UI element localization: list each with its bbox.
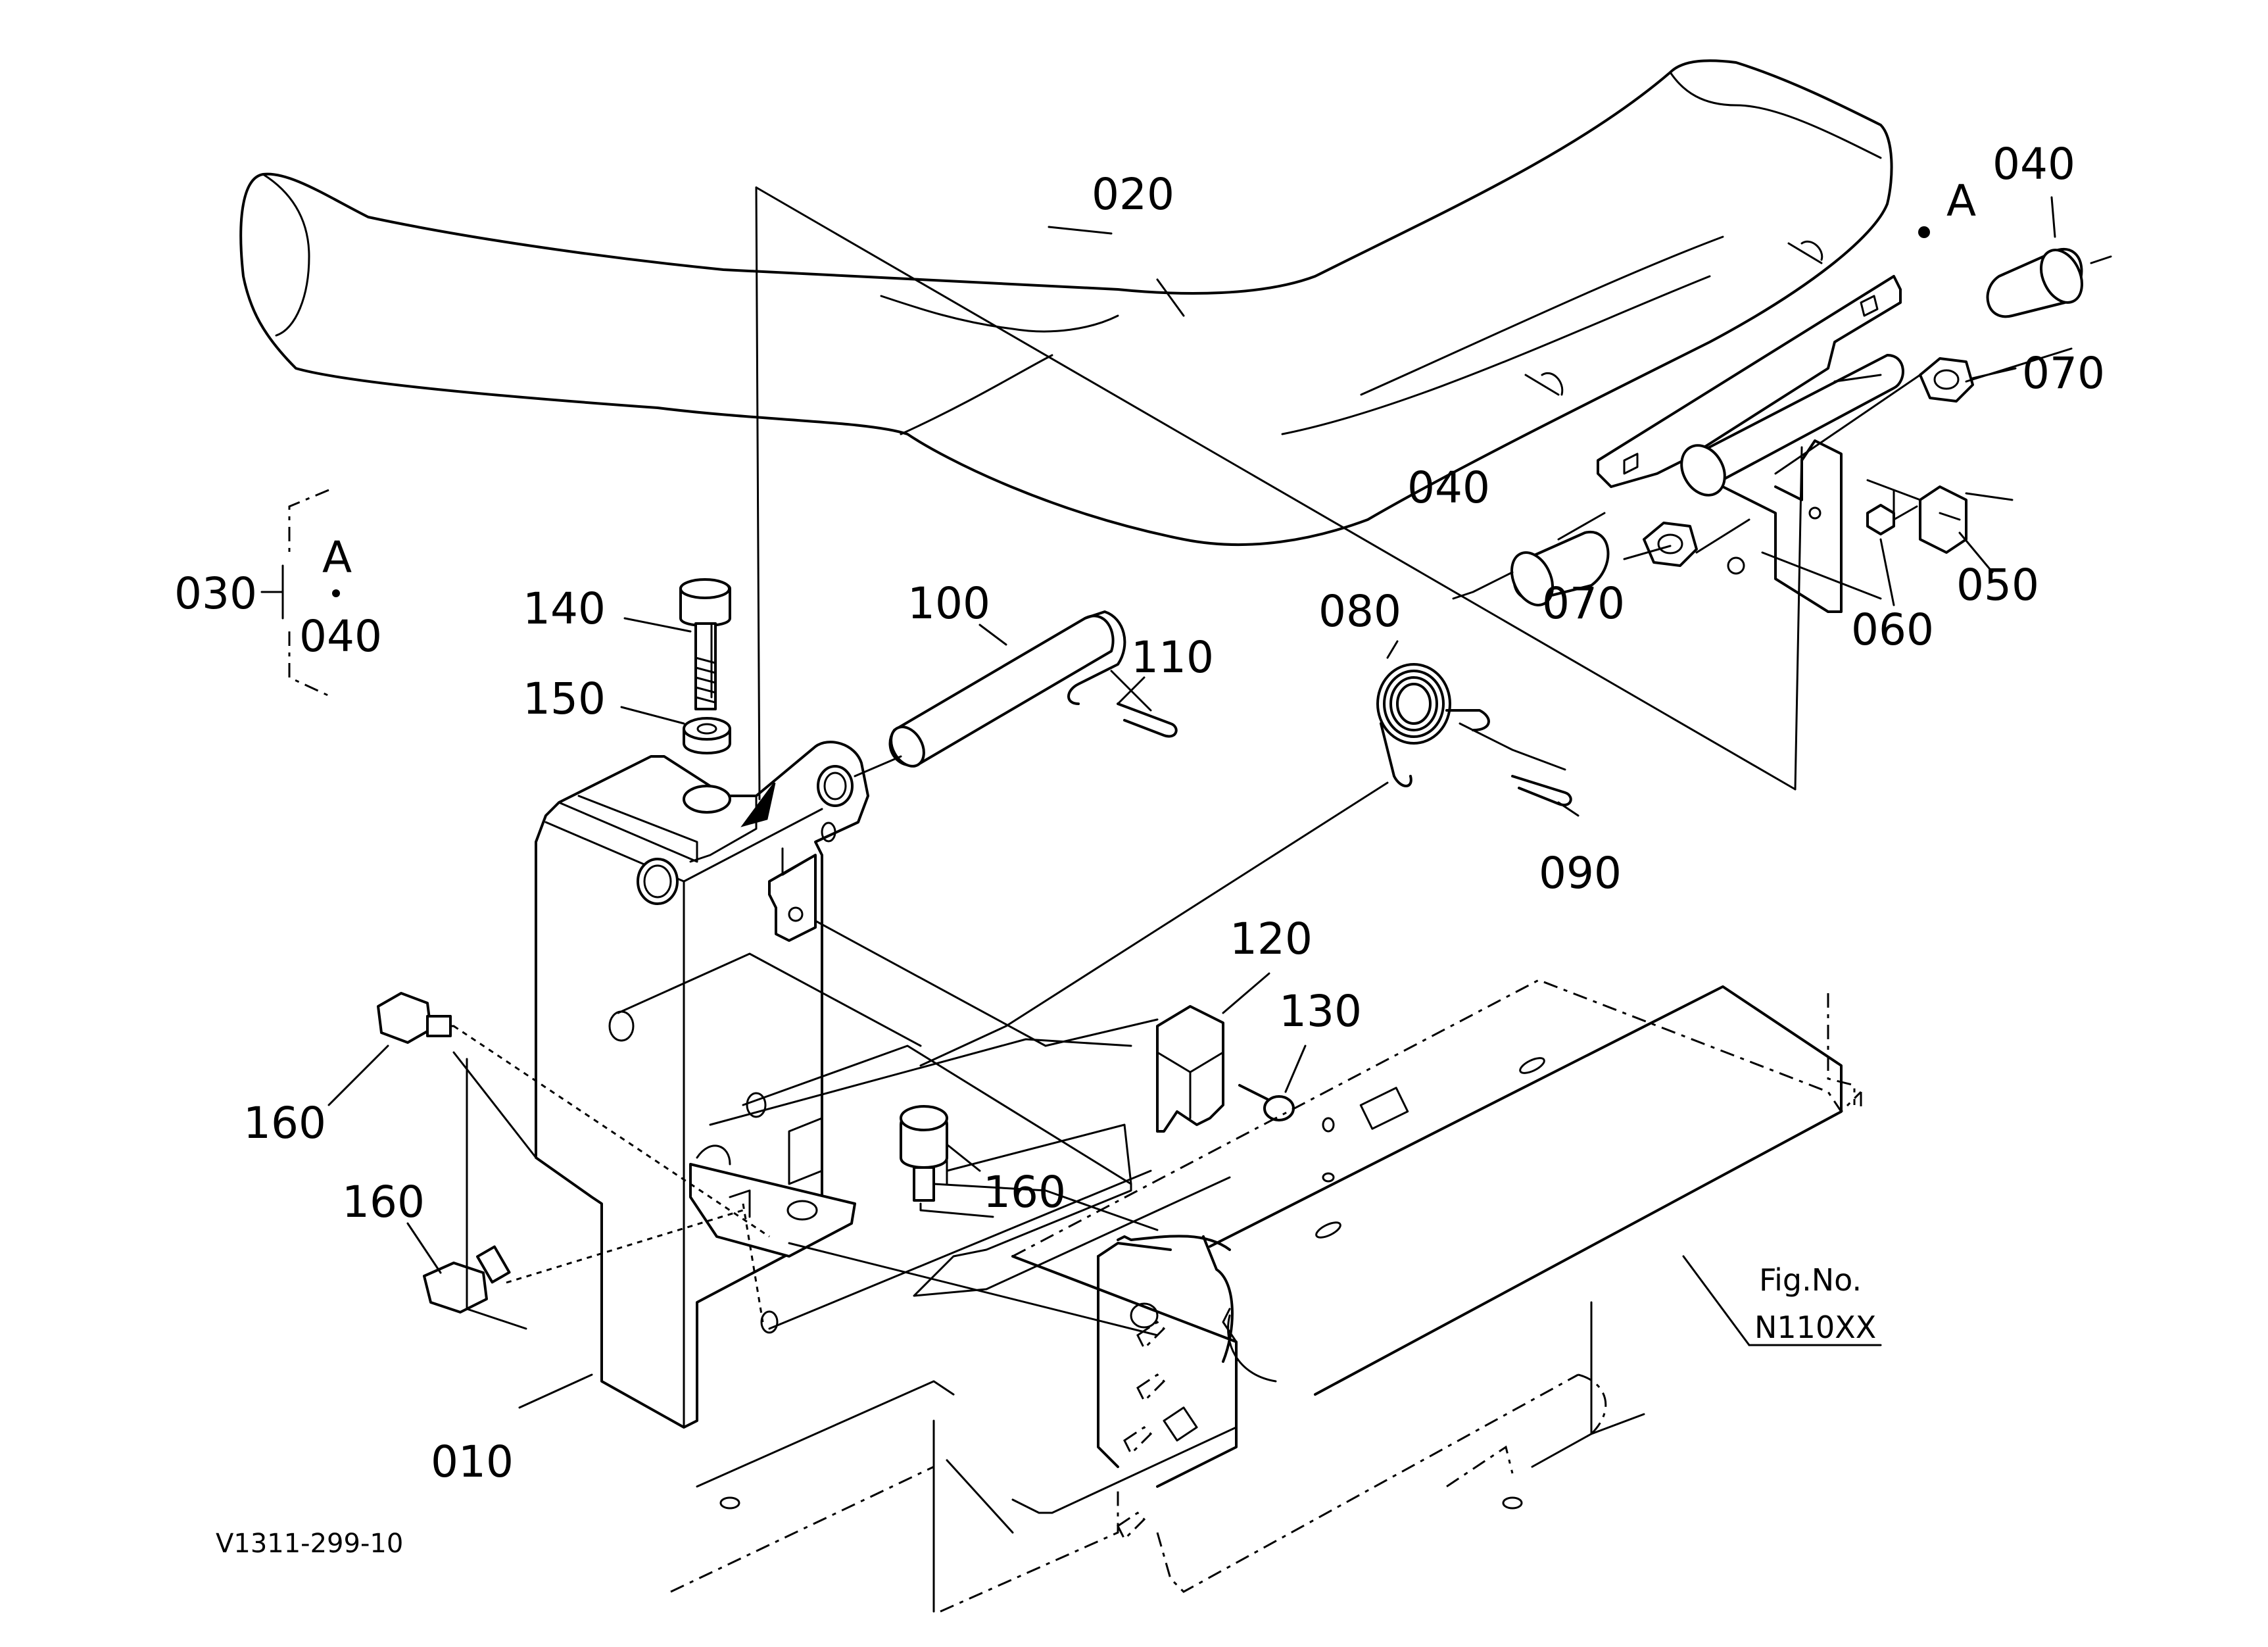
seat-bracket-010 [535, 741, 869, 1429]
bolt-160-left [377, 992, 455, 1044]
fig-ref-line1: Fig.No. [1759, 1262, 1862, 1298]
label-140: 140 [523, 583, 606, 634]
machine-frame [670, 979, 1862, 1613]
label-100: 100 [907, 578, 990, 629]
group-box-part: 040 [299, 611, 382, 662]
clip-090 [1511, 775, 1572, 806]
group-box-030 [260, 489, 340, 699]
bolt-160-mid [900, 1105, 948, 1202]
torsion-spring-080 [1376, 663, 1490, 787]
leader-lines [452, 186, 2112, 1337]
label-160-left: 160 [243, 1098, 326, 1148]
fig-ref-line2: N110XX [1754, 1310, 1876, 1345]
label-160-mid: 160 [983, 1167, 1066, 1217]
label-080: 080 [1318, 586, 1401, 637]
nut-070-mid [1643, 522, 1698, 567]
group-dot [332, 589, 340, 597]
label-020: 020 [1092, 169, 1174, 220]
label-070-right: 070 [2022, 348, 2105, 399]
screw-130 [1238, 1084, 1295, 1121]
label-010: 010 [431, 1437, 514, 1487]
pin-100 [888, 610, 1126, 768]
washer-150 [683, 717, 731, 754]
clip-110 [1117, 702, 1178, 738]
figure-reference: Fig.No. N110XX [1682, 1255, 1882, 1346]
label-160-low: 160 [342, 1177, 425, 1227]
label-040-top: 040 [1992, 139, 2075, 189]
callout-leaders [327, 196, 2056, 1409]
group-box-letter: A [322, 532, 352, 583]
bushing-040-top [1986, 247, 2083, 318]
label-070-mid: 070 [1542, 578, 1625, 629]
label-110: 110 [1131, 632, 1214, 683]
label-050: 050 [1956, 560, 2039, 610]
bolt-140 [679, 578, 731, 710]
label-090: 090 [1539, 848, 1622, 898]
label-040-mid: 040 [1407, 462, 1490, 513]
label-060: 060 [1851, 604, 1934, 655]
ref-marker-dot [1918, 226, 1930, 238]
label-120: 120 [1230, 914, 1313, 964]
drawing-code: V1311-299-10 [216, 1529, 403, 1559]
bolt-160-low [423, 1245, 511, 1314]
label-150: 150 [523, 674, 606, 724]
ref-marker-A: A [1946, 176, 1976, 226]
bolt-060 [1866, 504, 1918, 535]
seat-cushion [239, 59, 1893, 547]
nut-070-right [1919, 357, 1974, 403]
seat-switch-120 [1156, 1005, 1224, 1133]
label-030: 030 [174, 568, 257, 619]
label-130: 130 [1279, 986, 1362, 1037]
seat-hinge-bracket [1524, 241, 1904, 613]
bushing-040-mid [1510, 530, 1610, 606]
